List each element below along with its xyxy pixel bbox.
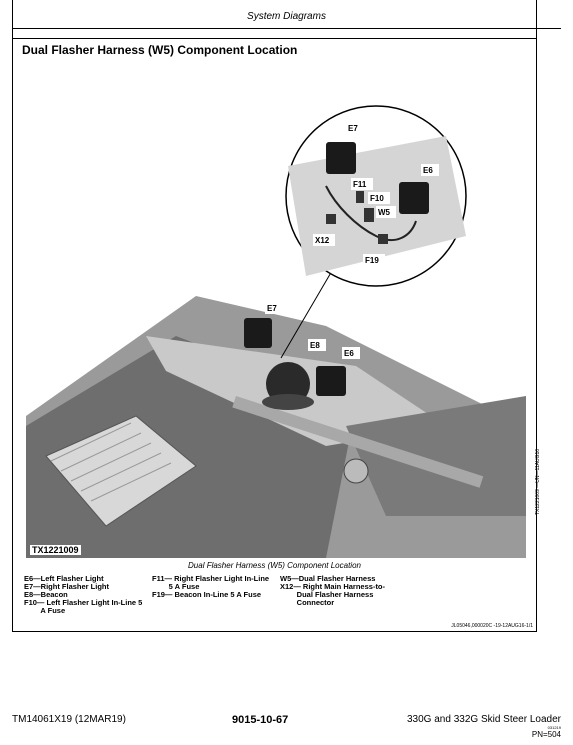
- fuse-f11: [356, 191, 364, 203]
- zoom-leader: [280, 263, 337, 359]
- legend-item: E7—Right Flasher Light: [24, 582, 110, 591]
- figure-side-code: TX1221009 —UN—11AUG16: [535, 448, 541, 515]
- figure-code: TX1221009: [30, 545, 81, 555]
- left-flasher-light: [316, 366, 346, 396]
- footer-page-number: 9015-10-67: [232, 714, 289, 726]
- footer-pn: PN=504: [531, 730, 561, 739]
- cross-bar: [232, 396, 484, 488]
- right-margin-line: [536, 0, 537, 38]
- fuse-f19: [378, 234, 388, 244]
- cab-screen: [45, 415, 197, 527]
- legend-item: Dual Flasher Harness: [280, 590, 374, 599]
- zoom-e6-light: [399, 182, 429, 214]
- footer-date-code: 031219: [547, 725, 561, 730]
- callout-f11: F11: [353, 180, 367, 189]
- callout-f10: F10: [370, 194, 384, 203]
- legend-item: E6—Left Flasher Light: [24, 574, 104, 583]
- screen-mesh: [50, 422, 172, 502]
- callout-e6: E6: [344, 349, 354, 358]
- legend-item: E8—Beacon: [24, 590, 68, 599]
- legend-item: X12— Right Main Harness-to-: [280, 582, 386, 591]
- legend-item: F19— Beacon In-Line 5 A Fuse: [152, 590, 262, 599]
- page-header: System Diagrams: [247, 11, 326, 22]
- callout-e7: E7: [267, 304, 277, 313]
- left-margin-line: [12, 0, 13, 38]
- beacon-base: [262, 394, 314, 410]
- legend-item: F11— Right Flasher Light In-Line: [152, 574, 270, 583]
- pivot-pin: [343, 458, 369, 484]
- connector-x12: [326, 214, 336, 224]
- right-flasher-light: [244, 318, 272, 348]
- section-title: Dual Flasher Harness (W5) Component Loca…: [22, 43, 298, 57]
- legend-item: F10— Left Flasher Light In-Line 5: [24, 598, 143, 607]
- legend-column-1: E6—Left Flasher Light E7—Right Flasher L…: [24, 575, 142, 615]
- callout-x12: X12: [315, 236, 330, 245]
- figure-caption: Dual Flasher Harness (W5) Component Loca…: [188, 561, 361, 570]
- legend-item: 5 A Fuse: [152, 582, 200, 591]
- footer-manual-id: TM14061X19 (12MAR19): [12, 714, 126, 725]
- legend-column-3: W5—Dual Flasher Harness X12— Right Main …: [280, 575, 385, 607]
- loader-arm: [346, 396, 526, 516]
- legend-item: W5—Dual Flasher Harness: [280, 574, 376, 583]
- callout-e8: E8: [310, 341, 320, 350]
- callout-e7-zoom: E7: [348, 124, 358, 133]
- callout-e6-zoom: E6: [423, 166, 433, 175]
- legend-item: Connector: [280, 598, 335, 607]
- footer-product-name: 330G and 332G Skid Steer Loader: [407, 714, 561, 725]
- callout-w5: W5: [378, 208, 391, 217]
- header-rule: [12, 28, 561, 29]
- fuse-f10: [364, 208, 374, 222]
- diagram-frame: [12, 38, 537, 632]
- callout-f19: F19: [365, 256, 379, 265]
- footer-product: 330G and 332G Skid Steer Loader 031219 P…: [407, 714, 561, 739]
- zoom-e7-light: [326, 142, 356, 174]
- component-illustration: E7 E6 F11 F10 W5 X12 F19 E7 E8 E6: [26, 105, 526, 558]
- zoom-harness: [325, 185, 417, 241]
- legend-column-2: F11— Right Flasher Light In-Line 5 A Fus…: [152, 575, 269, 599]
- legend-item: A Fuse: [24, 606, 66, 615]
- reference-code: JL05046,000020C -19-12AUG16-1/1: [451, 623, 533, 629]
